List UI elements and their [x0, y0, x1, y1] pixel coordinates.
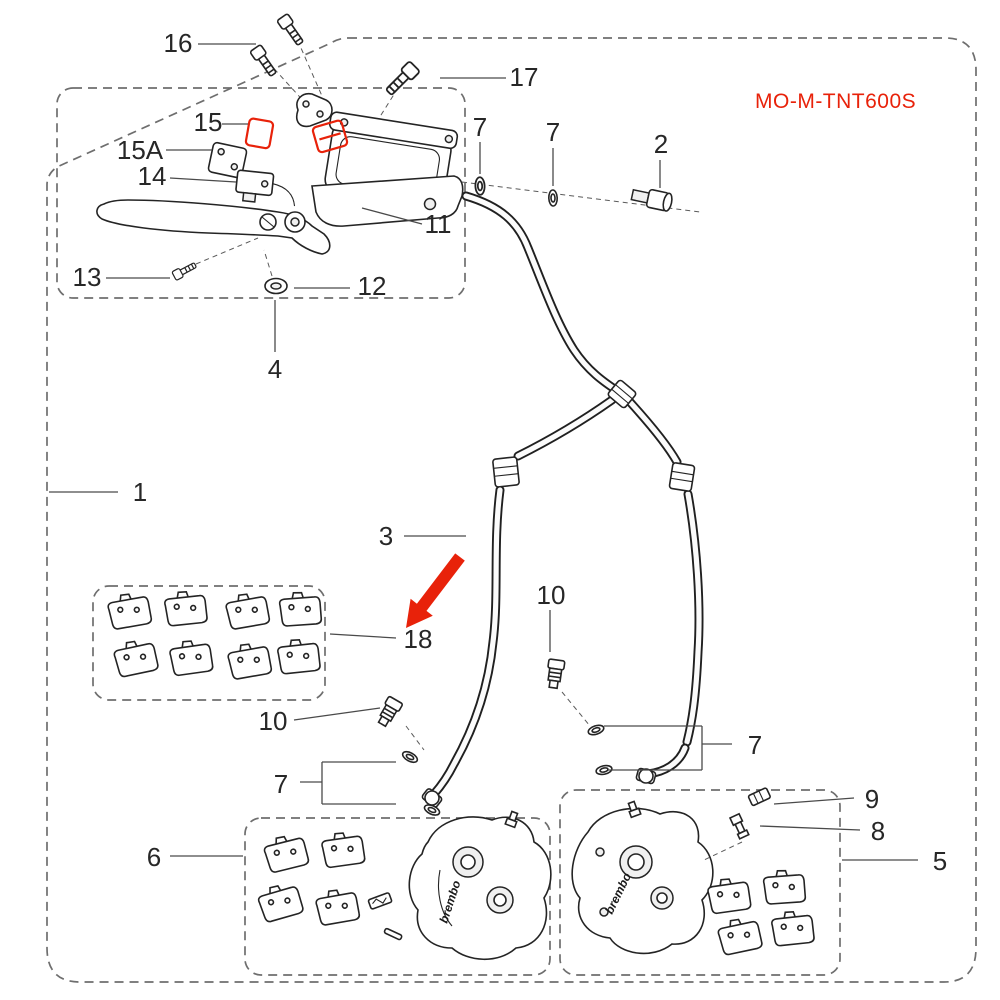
brake-pad-set-18	[105, 587, 324, 683]
pad-pin	[383, 927, 403, 941]
rear-bleed-screw	[627, 800, 642, 819]
part15-highlight-a	[244, 117, 275, 150]
brake-lever	[96, 199, 331, 255]
part-label-7b: 7	[546, 117, 560, 147]
part-label-13: 13	[73, 262, 102, 292]
brake-pad	[275, 635, 323, 678]
part-label-11: 11	[425, 209, 452, 239]
clamp-bolt-16a	[248, 43, 280, 79]
part-label-3: 3	[379, 521, 393, 551]
hose-unions	[374, 658, 614, 818]
part-label-4: 4	[268, 354, 282, 384]
clamp-bolt-16b	[275, 12, 307, 48]
brake-pad	[277, 588, 324, 630]
brake-pad	[715, 913, 765, 959]
part15-highlight-b	[311, 119, 349, 154]
part-label-7d: 7	[748, 730, 762, 760]
part-label-14: 14	[138, 161, 167, 191]
part-label-18: 18	[404, 624, 433, 654]
brake-pad	[225, 638, 275, 683]
brake-pad	[254, 878, 306, 926]
connector-9	[747, 787, 771, 807]
boundary-outer	[46, 37, 977, 983]
part-label-7c: 7	[274, 769, 288, 799]
reservoir-bolt-17	[382, 60, 421, 99]
hose-fitting-left	[492, 456, 520, 488]
hose-fitting-right	[668, 462, 696, 492]
leader-lines	[49, 43, 918, 861]
pad-spring-clip	[367, 892, 393, 910]
group-box-master-cylinder	[56, 87, 466, 299]
part-label-16: 16	[164, 28, 193, 58]
rear-caliper-body	[571, 807, 714, 955]
brake-pad	[313, 884, 363, 929]
brake-pad	[167, 635, 216, 679]
part-label-1: 1	[133, 477, 147, 507]
front-bleed-screw	[504, 810, 519, 829]
part-label-10a: 10	[259, 706, 288, 736]
highlight-arrow	[406, 553, 465, 628]
pivot-screw-13	[171, 260, 199, 282]
part-label-10b: 10	[537, 580, 566, 610]
front-caliper-assembly: brembo	[254, 810, 552, 960]
part-label-7a: 7	[473, 112, 487, 142]
brake-pad	[261, 829, 312, 877]
part-label-9: 9	[865, 784, 879, 814]
rear-caliper-assembly: brembo	[571, 787, 817, 959]
front-banjo-fitting	[421, 788, 443, 808]
front-caliper-body	[408, 816, 552, 960]
brake-hose	[421, 191, 704, 808]
bleed-valve-8	[728, 812, 750, 840]
washer-7d1	[586, 722, 606, 738]
union-fitting-10b	[544, 658, 566, 690]
group-box-rear-caliper	[559, 789, 841, 976]
hose-junction-fitting	[607, 379, 637, 409]
bracket-plate-15a	[207, 141, 248, 179]
part-label-2: 2	[654, 129, 668, 159]
brake-pad	[319, 827, 368, 871]
part-label-17: 17	[510, 62, 539, 92]
brake-pad	[761, 866, 808, 908]
pivot-nut-12	[264, 277, 288, 295]
diagram-code: MO-M-TNT600S	[755, 90, 916, 113]
handlebar-clamp	[295, 92, 333, 128]
banjo-bolt-2	[630, 188, 673, 212]
master-cylinder-body	[311, 175, 464, 227]
brake-pad	[162, 587, 210, 630]
rear-banjo-fitting	[635, 767, 657, 785]
brake-pad	[111, 635, 161, 681]
brake-pad	[769, 907, 817, 950]
brake-pad	[223, 588, 273, 633]
part-label-6: 6	[147, 842, 161, 872]
group-box-front-caliper	[244, 817, 551, 976]
part-label-8: 8	[871, 816, 885, 846]
part-label-15a: 15A	[117, 135, 164, 165]
part-label-15: 15	[194, 107, 223, 137]
part-label-12: 12	[358, 271, 387, 301]
sight-glass	[423, 197, 437, 211]
brake-switch	[235, 169, 296, 207]
washer-7c1	[400, 748, 420, 766]
brake-pad	[705, 873, 754, 917]
washer-7a	[474, 176, 486, 196]
brake-pad	[105, 588, 155, 633]
part-label-5: 5	[933, 846, 947, 876]
washer-7b	[547, 189, 559, 207]
master-cylinder-assembly	[96, 12, 701, 295]
union-fitting-10a	[374, 695, 404, 730]
